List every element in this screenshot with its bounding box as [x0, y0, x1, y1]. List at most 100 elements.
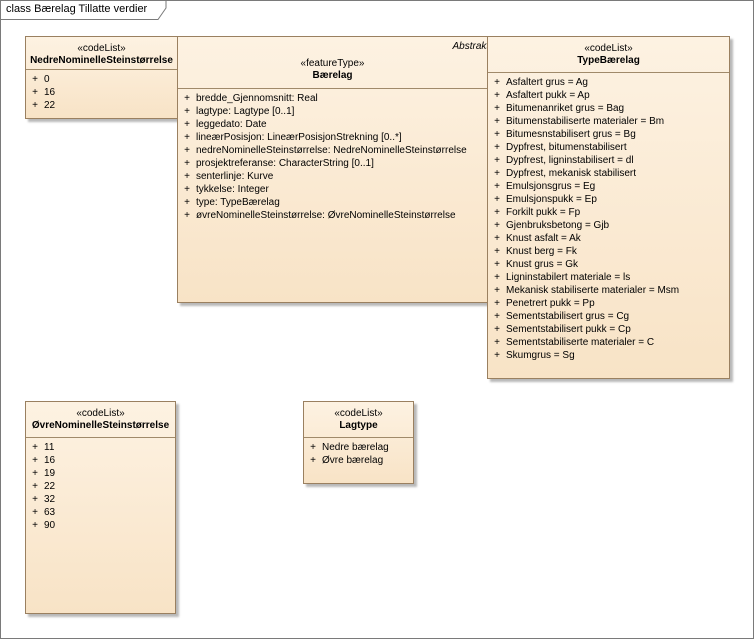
- attribute-text: lagtype: Lagtype [0..1]: [196, 106, 295, 117]
- attribute-row[interactable]: +Knust berg = Fk: [488, 245, 729, 258]
- attribute-text: Ligninstabilert materiale = ls: [506, 272, 631, 283]
- attribute-row[interactable]: + Bitumenanriket grus = Bag: [488, 102, 729, 115]
- attribute-row[interactable]: +Knust asfalt = Ak: [488, 232, 729, 245]
- attribute-row[interactable]: +lineærPosisjon: LineærPosisjonStrekning…: [178, 131, 487, 144]
- attribute-row[interactable]: + Øvre bærelag: [304, 454, 413, 467]
- attribute-text: Penetrert pukk = Pp: [506, 298, 595, 309]
- attribute-text: 11: [44, 442, 55, 453]
- visibility-marker: +: [184, 158, 190, 169]
- superclass-label: AbstraktBærelag: [452, 41, 487, 52]
- frame-title: class Bærelag Tillatte verdier: [6, 3, 148, 15]
- attribute-row[interactable]: + Ligninstabilert materiale = ls: [488, 271, 729, 284]
- attribute-row[interactable]: +32: [26, 493, 175, 506]
- attribute-row[interactable]: +Nedre bærelag: [304, 441, 413, 454]
- attribute-row[interactable]: + Asfaltert pukk = Ap: [488, 89, 729, 102]
- visibility-marker: +: [494, 194, 500, 205]
- attribute-row[interactable]: +Forkilt pukk = Fp: [488, 206, 729, 219]
- attribute-text: Emulsjonspukk = Ep: [506, 194, 597, 205]
- attribute-text: 90: [44, 520, 56, 531]
- class-name: Bærelag: [312, 70, 353, 81]
- attribute-row[interactable]: +Bitumesnstabilisert grus = Bg: [488, 128, 729, 141]
- attribute-row[interactable]: +Emulsjonsgrus = Eg: [488, 180, 729, 193]
- attribute-row[interactable]: +lagtype: Lagtype [0..1]: [178, 105, 487, 118]
- attribute-text: 63: [44, 507, 56, 518]
- visibility-marker: +: [310, 455, 316, 466]
- class-ovre-nominelle-steinstorrelse[interactable]: «codeList» ØvreNominelleSteinstørrelse +…: [25, 401, 176, 614]
- attribute-list: +Asfaltert grus = Ag+Asfaltert pukk = Ap…: [488, 73, 729, 362]
- attribute-text: Knust grus = Gk: [506, 259, 578, 270]
- attribute-row[interactable]: +Penetrert pukk = Pp: [488, 297, 729, 310]
- visibility-marker: +: [494, 285, 500, 296]
- visibility-marker: +: [32, 74, 38, 85]
- attribute-text: øvreNominelleSteinstørrelse: ØvreNominel…: [196, 210, 456, 221]
- visibility-marker: +: [494, 233, 500, 244]
- attribute-text: Knust berg = Fk: [506, 246, 577, 257]
- visibility-marker: +: [494, 77, 500, 88]
- visibility-marker: +: [494, 168, 500, 179]
- attribute-row[interactable]: +22: [26, 99, 177, 112]
- class-typebaerelag[interactable]: «codeList» TypeBærelag +Asfaltert grus =…: [487, 36, 730, 379]
- attribute-row[interactable]: +16: [26, 86, 177, 99]
- visibility-marker: +: [184, 93, 190, 104]
- class-lagtype[interactable]: «codeList» Lagtype +Nedre bærelag+Øvre b…: [303, 401, 414, 484]
- attribute-row[interactable]: +11: [26, 441, 175, 454]
- attribute-row[interactable]: + Knust grus = Gk: [488, 258, 729, 271]
- attribute-text: Forkilt pukk = Fp: [506, 207, 581, 218]
- attribute-row[interactable]: +22: [26, 480, 175, 493]
- attribute-row[interactable]: +type: TypeBærelag: [178, 196, 487, 209]
- class-nedre-nominelle-steinstorrelse[interactable]: «codeList» NedreNominelleSteinstørrelse …: [25, 36, 178, 119]
- attribute-text: Bitumenstabiliserte materialer = Bm: [506, 116, 665, 127]
- class-name: TypeBærelag: [577, 55, 640, 66]
- attribute-row[interactable]: +senterlinje: Kurve: [178, 170, 487, 183]
- visibility-marker: +: [494, 90, 500, 101]
- attribute-row[interactable]: +tykkelse: Integer: [178, 183, 487, 196]
- attribute-row[interactable]: + Emulsjonspukk = Ep: [488, 193, 729, 206]
- attribute-row[interactable]: +Skumgrus = Sg: [488, 349, 729, 362]
- attribute-row[interactable]: +Sementstabilisert grus = Cg: [488, 310, 729, 323]
- visibility-marker: +: [32, 494, 38, 505]
- class-stereotype: «codeList»: [334, 408, 383, 419]
- attribute-row[interactable]: + Mekanisk stabiliserte materialer = Msm: [488, 284, 729, 297]
- attribute-row[interactable]: +16: [26, 454, 175, 467]
- visibility-marker: +: [32, 507, 38, 518]
- visibility-marker: +: [494, 272, 500, 283]
- attribute-text: Dypfrest, mekanisk stabilisert: [506, 168, 637, 179]
- visibility-marker: +: [184, 197, 190, 208]
- attribute-text: Sementstabiliserte materialer = C: [506, 337, 655, 348]
- attribute-row[interactable]: +Dypfrest, ligninstabilisert = dl: [488, 154, 729, 167]
- visibility-marker: +: [184, 145, 190, 156]
- attribute-text: 22: [44, 481, 56, 492]
- attribute-text: Øvre bærelag: [322, 455, 384, 466]
- attribute-row[interactable]: +prosjektreferanse: CharacterString [0..…: [178, 157, 487, 170]
- attribute-row[interactable]: +63: [26, 506, 175, 519]
- attribute-row[interactable]: +leggedato: Date: [178, 118, 487, 131]
- visibility-marker: +: [184, 210, 190, 221]
- attribute-row[interactable]: +90: [26, 519, 175, 532]
- attribute-text: Bitumenanriket grus = Bag: [506, 103, 625, 114]
- attribute-row[interactable]: +Asfaltert grus = Ag: [488, 76, 729, 89]
- attribute-row[interactable]: +0: [26, 73, 177, 86]
- class-name: ØvreNominelleSteinstørrelse: [31, 420, 170, 431]
- attribute-row[interactable]: +19: [26, 467, 175, 480]
- attribute-row[interactable]: +Gjenbruksbetong = Gjb: [488, 219, 729, 232]
- attribute-text: Mekanisk stabiliserte materialer = Msm: [506, 285, 680, 296]
- visibility-marker: +: [494, 259, 500, 270]
- class-baerelag[interactable]: AbstraktBærelag «featureType» Bærelag +b…: [177, 36, 488, 303]
- visibility-marker: +: [494, 129, 500, 140]
- attribute-row[interactable]: +Bitumenstabiliserte materialer = Bm: [488, 115, 729, 128]
- attribute-row[interactable]: +nedreNominelleSteinstørrelse: NedreNomi…: [178, 144, 487, 157]
- attribute-text: tykkelse: Integer: [196, 184, 269, 195]
- attribute-row[interactable]: +Sementstabilisert pukk = Cp: [488, 323, 729, 336]
- attribute-text: Sementstabilisert grus = Cg: [506, 311, 630, 322]
- visibility-marker: +: [494, 103, 500, 114]
- attribute-row[interactable]: +bredde_Gjennomsnitt: Real: [178, 92, 487, 105]
- attribute-row[interactable]: +Sementstabiliserte materialer = C: [488, 336, 729, 349]
- attribute-text: 32: [44, 494, 56, 505]
- attribute-row[interactable]: +Dypfrest, bitumenstabilisert: [488, 141, 729, 154]
- attribute-row[interactable]: + Dypfrest, mekanisk stabilisert: [488, 167, 729, 180]
- visibility-marker: +: [32, 87, 38, 98]
- attribute-text: Asfaltert pukk = Ap: [506, 90, 590, 101]
- attribute-row[interactable]: + øvreNominelleSteinstørrelse: ØvreNomine…: [178, 209, 487, 222]
- visibility-marker: +: [32, 100, 38, 111]
